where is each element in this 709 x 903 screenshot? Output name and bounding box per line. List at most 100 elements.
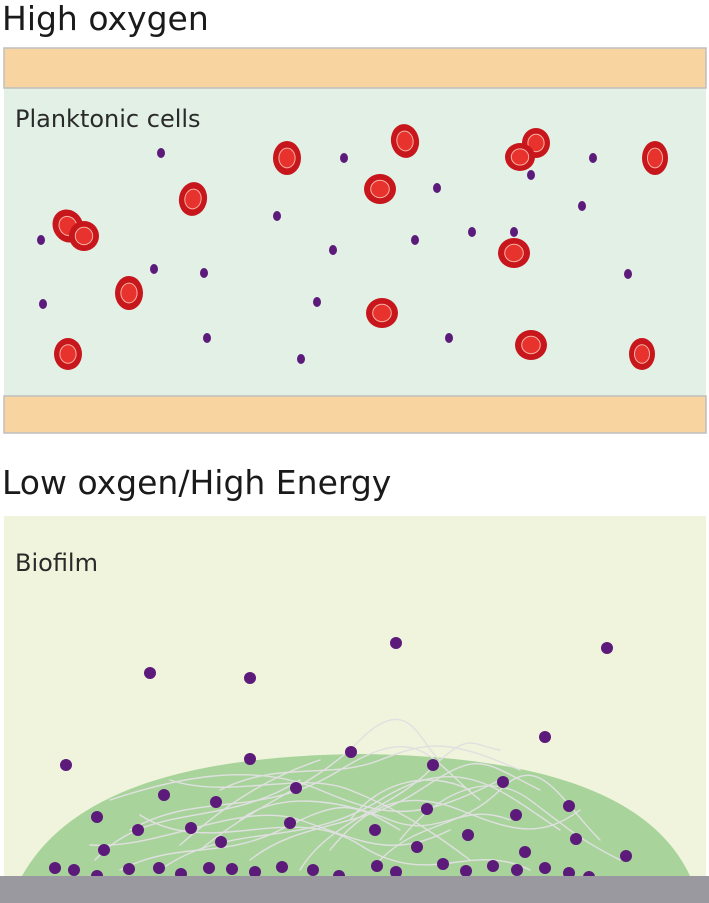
bacterium xyxy=(37,235,45,245)
red-blood-cell xyxy=(390,124,420,158)
bacterium xyxy=(527,170,535,180)
bacterium xyxy=(244,672,256,684)
bacterium xyxy=(60,759,72,771)
bacterium xyxy=(49,862,61,874)
lower-vessel-wall xyxy=(3,395,707,434)
matrix-fiber xyxy=(129,745,481,831)
bacterium xyxy=(445,333,453,343)
bacterium xyxy=(462,829,474,841)
bacterium xyxy=(390,866,402,878)
bacterium xyxy=(570,833,582,845)
matrix-fiber xyxy=(199,718,441,851)
bacterium xyxy=(91,811,103,823)
matrix-fiber xyxy=(219,745,521,791)
bacterium xyxy=(578,201,586,211)
red-blood-cells xyxy=(52,124,668,370)
matrix-fiber xyxy=(249,762,541,861)
planktonic-bacteria xyxy=(37,148,632,364)
top-panel xyxy=(3,47,707,434)
bacterium xyxy=(297,354,305,364)
red-blood-cell xyxy=(642,141,668,175)
bacterium xyxy=(132,824,144,836)
bacterium xyxy=(433,183,441,193)
bottom-panel xyxy=(0,516,709,903)
bacterium xyxy=(68,864,80,876)
bacterium xyxy=(123,863,135,875)
bacterium xyxy=(313,297,321,307)
bacterium xyxy=(427,759,439,771)
matrix-fiber xyxy=(399,785,621,861)
bacterium xyxy=(226,863,238,875)
matrix-fiber xyxy=(349,779,471,821)
bacterium xyxy=(273,211,281,221)
red-blood-cell xyxy=(515,330,547,360)
matrix-fiber xyxy=(239,800,511,827)
red-blood-cell xyxy=(366,298,398,328)
bacterium xyxy=(510,227,518,237)
bacterium xyxy=(601,642,613,654)
bacterium xyxy=(200,268,208,278)
bacterium xyxy=(98,844,110,856)
bacterium xyxy=(203,333,211,343)
bacterium xyxy=(497,776,509,788)
matrix-fiber xyxy=(299,742,501,871)
bacterium xyxy=(158,789,170,801)
bacterium xyxy=(215,836,227,848)
planktonic-cells-label: Planktonic cells xyxy=(15,105,201,133)
red-blood-cell xyxy=(364,174,396,204)
bacterium xyxy=(244,753,256,765)
matrix-fibers xyxy=(89,718,621,871)
red-blood-cell xyxy=(629,338,655,370)
matrix-fiber xyxy=(169,779,471,861)
high-oxygen-heading: High oxygen xyxy=(2,0,209,38)
bacterium xyxy=(369,824,381,836)
red-blood-cell xyxy=(69,221,99,251)
bacterium xyxy=(153,862,165,874)
matrix-fiber xyxy=(89,814,451,847)
red-blood-cell xyxy=(115,276,143,310)
bacterium xyxy=(563,800,575,812)
red-blood-cell xyxy=(54,338,82,370)
bacterium xyxy=(589,153,597,163)
bacterium xyxy=(437,858,449,870)
bacterium xyxy=(150,264,158,274)
fluid-channel xyxy=(4,88,706,396)
matrix-fiber xyxy=(139,814,531,871)
bacterium xyxy=(511,864,523,876)
bacterium xyxy=(487,860,499,872)
bacterium xyxy=(539,731,551,743)
bacterium xyxy=(460,865,472,877)
substrate-surface xyxy=(0,876,709,903)
bacterium xyxy=(185,822,197,834)
bacterium xyxy=(519,846,531,858)
matrix-fiber xyxy=(109,774,501,812)
red-blood-cell xyxy=(273,141,301,175)
bacterium xyxy=(210,796,222,808)
bacterium xyxy=(421,803,433,815)
bacterium xyxy=(390,637,402,649)
bacterium xyxy=(539,862,551,874)
bacterium xyxy=(411,841,423,853)
red-blood-cell xyxy=(505,143,535,171)
bacterium xyxy=(329,245,337,255)
matrix-fiber xyxy=(329,799,581,851)
red-blood-cell xyxy=(498,238,530,268)
bacterium xyxy=(203,862,215,874)
bacterium xyxy=(157,148,165,158)
bacterium xyxy=(249,866,261,878)
bacterium xyxy=(620,850,632,862)
bacterium xyxy=(371,860,383,872)
bacterium xyxy=(276,861,288,873)
bacterium xyxy=(39,299,47,309)
bacterium xyxy=(468,227,476,237)
bacterium xyxy=(510,809,522,821)
bacterium xyxy=(411,235,419,245)
biofilm-label: Biofilm xyxy=(15,549,98,577)
bacterium xyxy=(284,817,296,829)
bacterium xyxy=(290,782,302,794)
low-oxygen-heading: Low oxgen/High Energy xyxy=(2,463,392,502)
upper-vessel-wall xyxy=(3,47,707,89)
matrix-fiber xyxy=(94,779,301,861)
bacterium xyxy=(144,667,156,679)
